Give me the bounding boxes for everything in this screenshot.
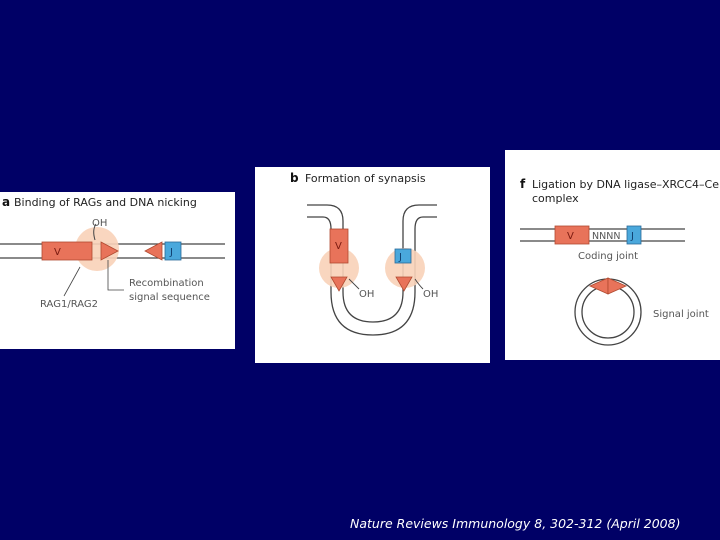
- panel-a-binding-of-rags: a Binding of RAGs and DNA nicking V J OH…: [0, 192, 235, 349]
- rss-pointer: [107, 260, 124, 291]
- rss-triangle-left: [100, 241, 119, 261]
- oh-label-right: OH: [423, 289, 438, 300]
- rss-label-line2: signal sequence: [129, 292, 210, 303]
- panel-f-ligation: f Ligation by DNA ligase–XRCC4–Cer compl…: [505, 150, 720, 360]
- panel-f-diagram: f Ligation by DNA ligase–XRCC4–Cer compl…: [520, 177, 720, 346]
- panel-a-letter: a: [2, 195, 10, 209]
- j-segment-label: J: [398, 252, 402, 263]
- oh-label: OH: [92, 218, 107, 229]
- panel-b-title: Formation of synapsis: [305, 172, 426, 185]
- j-segment: [626, 225, 642, 245]
- j-segment-label: J: [169, 247, 173, 258]
- rag-label: RAG1/RAG2: [40, 299, 98, 310]
- dna-loop-outer: [307, 216, 437, 336]
- v-segment: [41, 241, 93, 261]
- oh-pointer: [93, 223, 97, 241]
- signal-joint-label: Signal joint: [653, 309, 709, 320]
- oh-pointer-right: [414, 278, 424, 290]
- panel-a-diagram: a Binding of RAGs and DNA nicking V J OH…: [0, 195, 225, 310]
- panel-b-formation-of-synapsis: b Formation of synapsis V J OH OH: [255, 167, 490, 363]
- rss-triangle-right: [395, 276, 413, 292]
- citation: Nature Reviews Immunology 8, 302-312 (Ap…: [350, 516, 681, 531]
- rss-triangle-right: [607, 277, 627, 295]
- v-segment-label: V: [54, 247, 61, 258]
- v-segment: [329, 228, 349, 264]
- j-segment: [394, 248, 412, 264]
- v-segment: [554, 225, 590, 245]
- rss-label-line1: Recombination: [129, 278, 204, 289]
- panel-b-letter: b: [290, 171, 299, 185]
- coding-joint-label: Coding joint: [578, 251, 638, 262]
- rss-triangle-right: [144, 241, 163, 261]
- oh-pointer-left: [348, 278, 360, 290]
- j-segment: [164, 241, 182, 261]
- rss-triangle-left: [330, 276, 348, 292]
- panel-a-title: Binding of RAGs and DNA nicking: [14, 196, 197, 209]
- nnnn-label: NNNN: [592, 231, 620, 242]
- oh-label-left: OH: [359, 289, 374, 300]
- panel-f-title-line1: Ligation by DNA ligase–XRCC4–Cer: [532, 178, 720, 191]
- v-segment-label: V: [567, 231, 574, 242]
- rag-pointer: [63, 266, 81, 297]
- j-segment-label: J: [630, 231, 634, 242]
- panel-f-letter: f: [520, 177, 526, 191]
- panel-b-diagram: b Formation of synapsis V J OH OH: [290, 171, 438, 336]
- v-segment-label: V: [335, 241, 342, 252]
- rag-complex-left: [319, 248, 359, 288]
- dna-loop-inner: [307, 204, 437, 323]
- panel-f-title-line2: complex: [532, 192, 579, 205]
